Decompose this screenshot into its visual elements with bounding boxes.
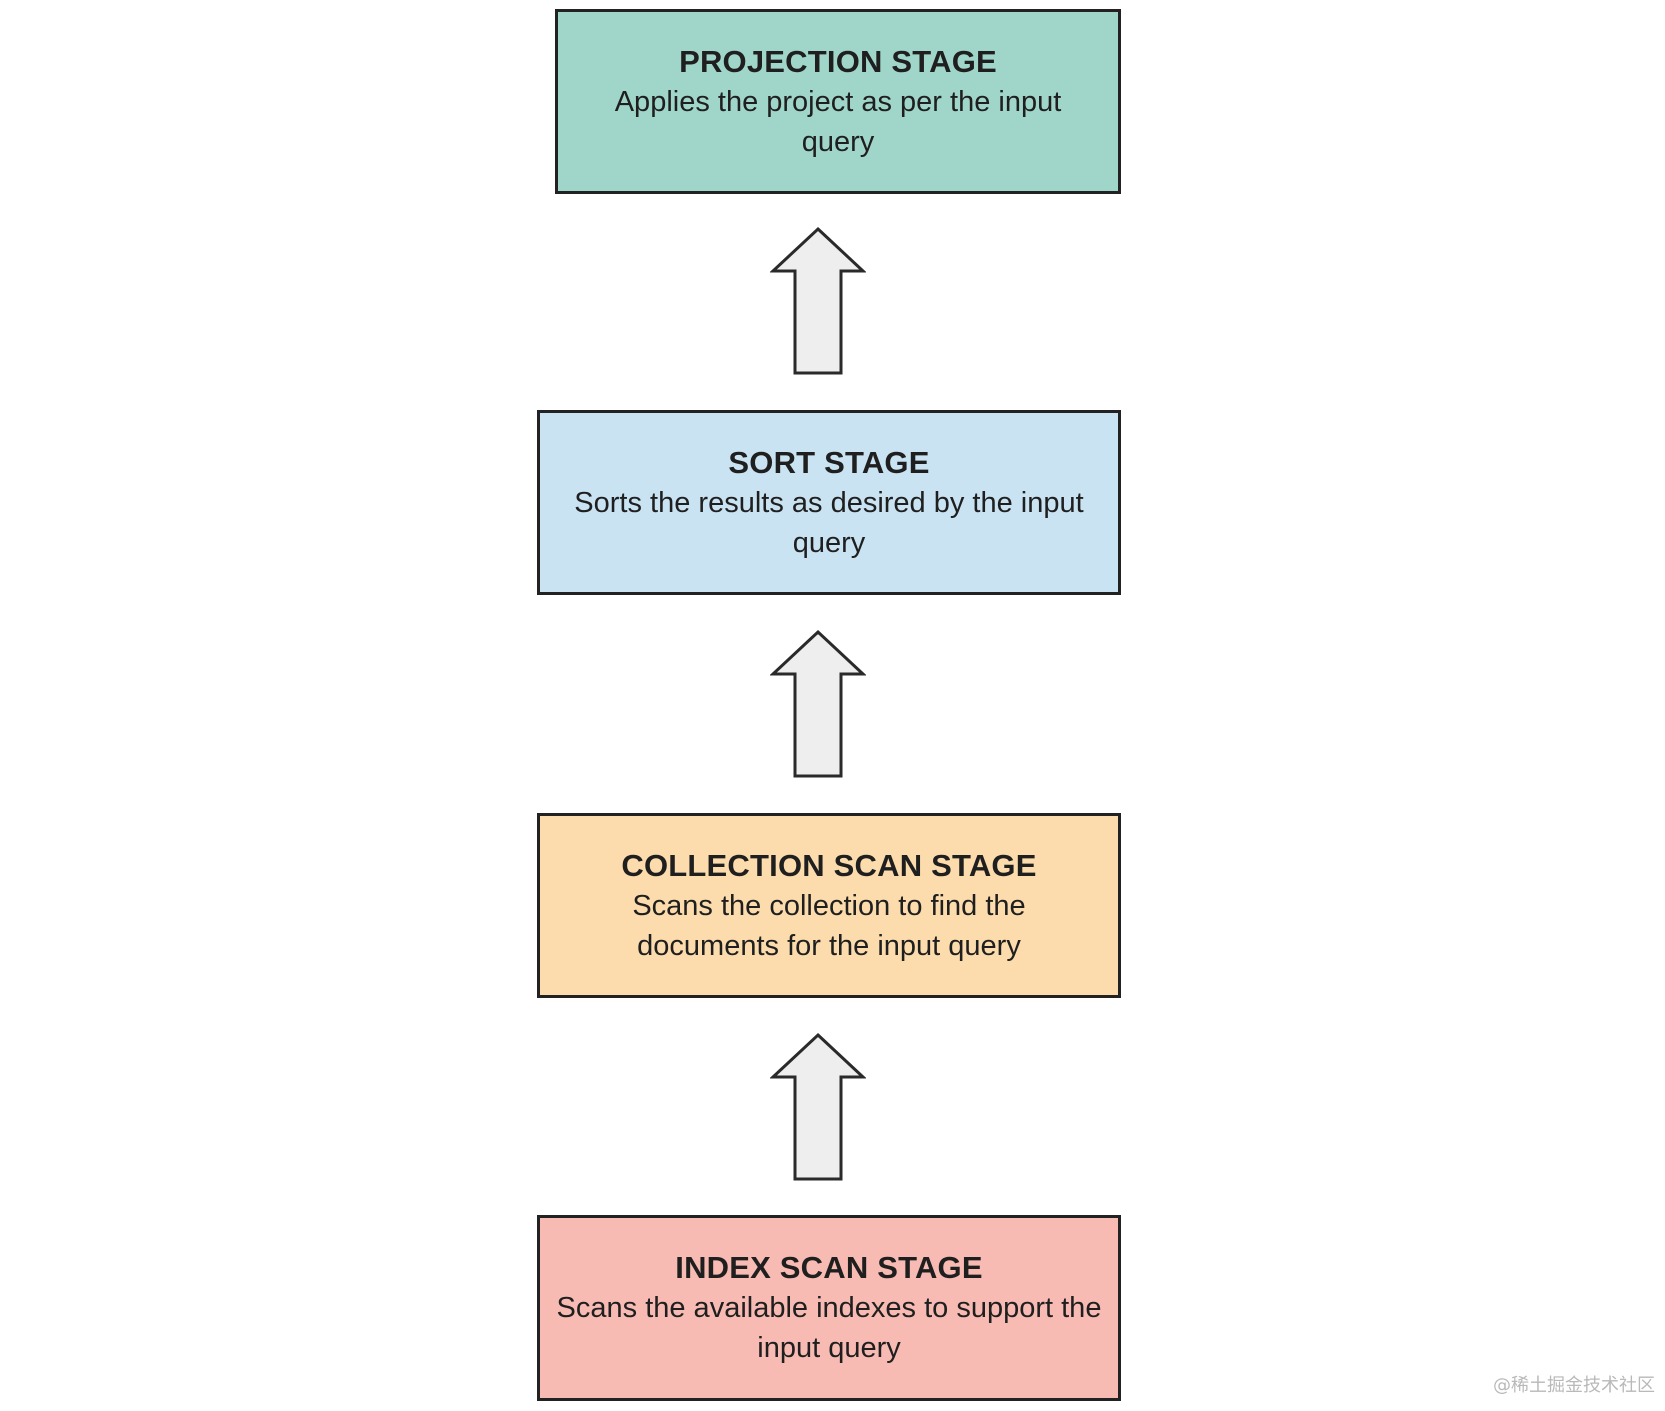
up-arrow-icon: [770, 226, 866, 375]
index-scan-stage-description: Scans the available indexes to support t…: [556, 1292, 1102, 1364]
projection-stage-title: PROJECTION STAGE: [679, 43, 997, 79]
collection-scan-stage-title: COLLECTION SCAN STAGE: [621, 847, 1037, 883]
index-scan-stage-box: INDEX SCAN STAGE Scans the available ind…: [537, 1215, 1121, 1401]
watermark-text: @稀土掘金技术社区: [1493, 1375, 1655, 1396]
up-arrow-icon: [770, 1032, 866, 1181]
sort-stage-title: SORT STAGE: [728, 444, 930, 480]
sort-stage-box: SORT STAGE Sorts the results as desired …: [537, 410, 1121, 595]
collection-scan-stage-description: Scans the collection to find the documen…: [632, 889, 1026, 962]
collection-scan-stage-box: COLLECTION SCAN STAGE Scans the collecti…: [537, 813, 1121, 998]
up-arrow-icon: [770, 629, 866, 778]
sort-stage-description: Sorts the results as desired by the inpu…: [574, 486, 1084, 559]
projection-stage-box: PROJECTION STAGE Applies the project as …: [555, 9, 1121, 194]
projection-stage-description: Applies the project as per the input que…: [614, 85, 1062, 158]
index-scan-stage-title: INDEX SCAN STAGE: [675, 1250, 983, 1285]
